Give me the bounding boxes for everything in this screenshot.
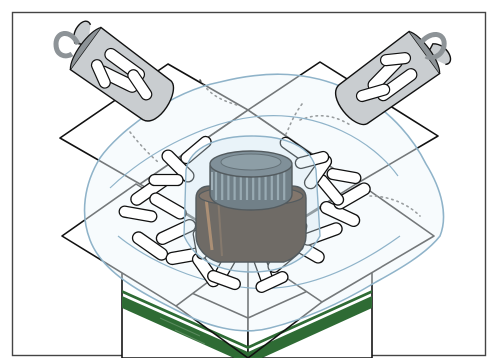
packing-peanut-icon	[149, 175, 183, 186]
bottle-bag-dome	[184, 136, 320, 272]
scoop-handle-left	[56, 33, 78, 55]
